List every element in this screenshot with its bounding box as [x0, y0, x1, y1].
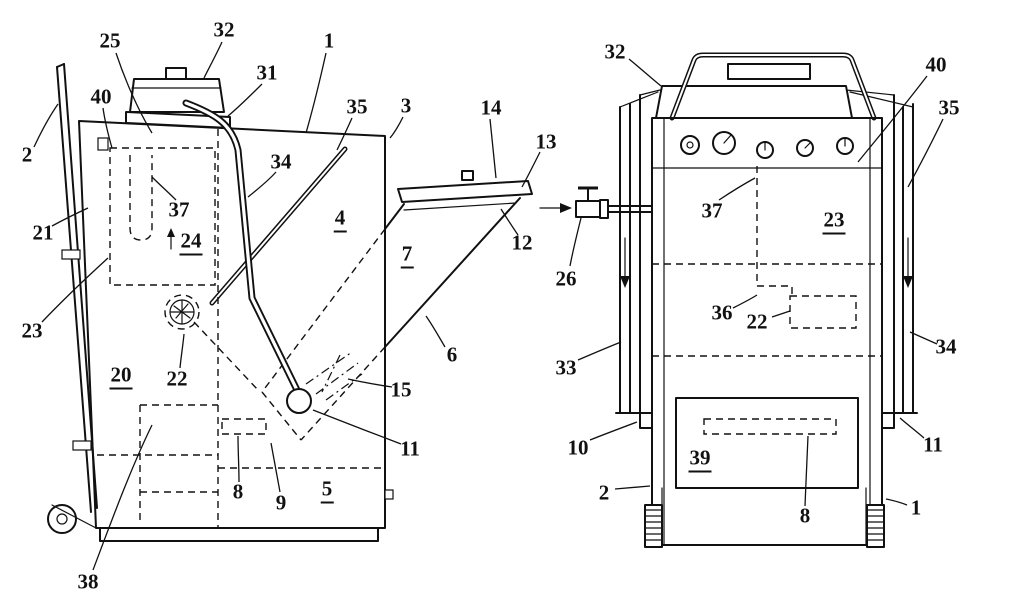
feed-tube [182, 99, 312, 414]
ref-label-left-22: 22 [166, 366, 188, 391]
ref-label-right-37: 37 [701, 198, 723, 223]
ref-label-right-23: 23 [822, 209, 846, 235]
roll-bar [669, 52, 877, 121]
ref-label-right-40: 40 [925, 52, 947, 77]
ref-label-left-14: 14 [480, 95, 502, 120]
ref-label-left-38: 38 [77, 569, 99, 594]
ref-label-right-36: 36 [711, 300, 733, 325]
ref-label-left-25: 25 [99, 28, 121, 53]
level-arrow [167, 228, 175, 250]
right-figure-drawing [539, 52, 944, 548]
ref-label-left-34: 34 [270, 149, 292, 174]
ref-label-right-34: 34 [935, 334, 957, 359]
ref-label-left-3: 3 [400, 93, 412, 118]
ref-label-left-20: 20 [109, 364, 133, 390]
ref-label-left-11: 11 [400, 436, 420, 461]
top-cap [125, 67, 231, 129]
ref-label-left-23: 23 [21, 318, 43, 343]
ref-label-left-6: 6 [446, 342, 458, 367]
ref-label-right-11: 11 [923, 432, 943, 457]
side-rails [615, 89, 918, 429]
ref-label-left-4: 4 [333, 207, 347, 233]
caster-wheel [47, 504, 97, 534]
ref-label-left-8: 8 [232, 479, 244, 504]
hidden-interior [97, 129, 383, 528]
ref-label-right-8: 8 [799, 503, 811, 528]
ref-label-left-37: 37 [168, 197, 190, 222]
drain-valve [539, 186, 653, 219]
ref-label-left-12: 12 [511, 230, 533, 255]
body-face [651, 117, 883, 546]
right-leader-lines [569, 58, 944, 507]
ref-label-right-22: 22 [746, 309, 768, 334]
ref-label-left-15: 15 [390, 377, 412, 402]
ref-label-right-35: 35 [938, 95, 960, 120]
agitator-rod [209, 146, 348, 306]
left-leader-lines [33, 41, 541, 571]
flow-arrows [620, 237, 913, 288]
ref-label-right-33: 33 [555, 355, 577, 380]
handle-bar [56, 63, 98, 513]
ref-label-right-10: 10 [567, 435, 589, 460]
top-cap-front [655, 63, 853, 119]
legs-feet [644, 487, 885, 548]
control-knobs [680, 131, 854, 159]
ref-label-left-9: 9 [275, 490, 287, 515]
chute-lid [397, 170, 533, 203]
ref-label-left-2: 2 [21, 142, 33, 167]
ref-label-right-32: 32 [604, 39, 626, 64]
ref-label-left-7: 7 [400, 243, 414, 269]
ref-label-right-2: 2 [598, 480, 610, 505]
ref-label-left-31: 31 [256, 60, 278, 85]
ref-label-right-26: 26 [555, 266, 577, 291]
ref-label-left-40: 40 [90, 84, 112, 109]
hidden-interior-front [652, 166, 882, 357]
access-door [675, 397, 859, 489]
tank-body [78, 120, 394, 542]
ref-label-left-1: 1 [323, 28, 335, 53]
ref-label-left-21: 21 [32, 220, 54, 245]
ref-label-left-5: 5 [320, 478, 334, 504]
left-figure-drawing [33, 41, 541, 571]
ref-label-left-32: 32 [213, 17, 235, 42]
ref-label-right-1: 1 [910, 495, 922, 520]
ref-label-left-35: 35 [346, 94, 368, 119]
ref-label-left-13: 13 [535, 129, 557, 154]
ref-label-right-39: 39 [688, 447, 712, 473]
ref-label-left-24: 24 [179, 230, 203, 256]
